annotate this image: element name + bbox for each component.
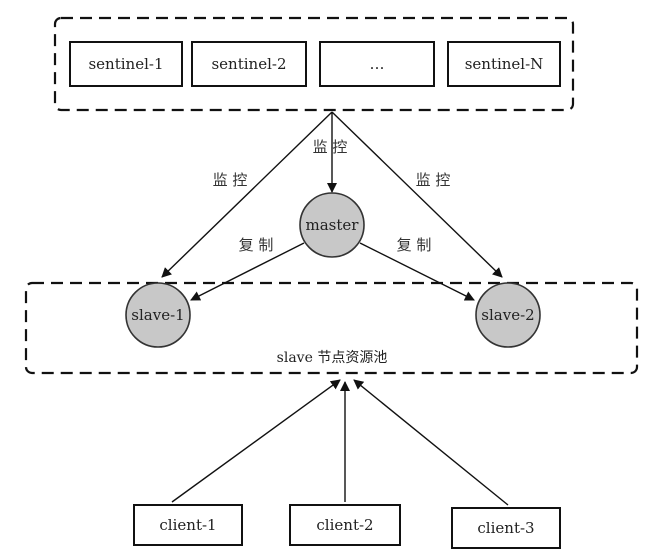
slave-pool-label: slave 节点资源池 — [277, 350, 388, 366]
monitor-edge-right — [331, 111, 503, 278]
sentinel-node-ellipsis-label: … — [370, 55, 385, 73]
slave-node-2-label: slave-2 — [481, 306, 534, 324]
sentinel-node-n: sentinel-N — [447, 41, 561, 87]
slave-node-2: slave-2 — [475, 282, 541, 348]
sentinel-node-1: sentinel-1 — [69, 41, 183, 87]
monitor-left-label: 监 控 — [213, 171, 248, 189]
client-node-3: client-3 — [451, 507, 561, 549]
sentinel-node-n-label: sentinel-N — [465, 55, 544, 73]
sentinel-node-ellipsis: … — [319, 41, 435, 87]
master-node: master — [299, 192, 365, 258]
client-1-edge — [171, 379, 341, 503]
sentinel-group-border — [53, 16, 575, 112]
client-node-2-label: client-2 — [316, 516, 373, 534]
client-node-1: client-1 — [133, 504, 243, 546]
replicate-left-label: 复 制 — [239, 236, 274, 254]
client-node-1-label: client-1 — [159, 516, 216, 534]
monitor-edge-left — [161, 111, 333, 278]
client-3-edge — [353, 379, 509, 506]
slave-node-1: slave-1 — [125, 282, 191, 348]
replicate-edge-right — [359, 242, 475, 301]
sentinel-node-2: sentinel-2 — [191, 41, 307, 87]
client-node-3-label: client-3 — [477, 519, 534, 537]
master-node-label: master — [306, 216, 360, 234]
monitor-center-label: 监 控 — [313, 138, 348, 156]
monitor-right-label: 监 控 — [416, 171, 451, 189]
slave-node-1-label: slave-1 — [131, 306, 184, 324]
sentinel-node-1-label: sentinel-1 — [88, 55, 163, 73]
replicate-edge-left — [190, 242, 305, 301]
client-node-2: client-2 — [289, 504, 401, 546]
sentinel-node-2-label: sentinel-2 — [211, 55, 286, 73]
replicate-right-label: 复 制 — [397, 236, 432, 254]
slave-pool-border — [24, 281, 639, 375]
